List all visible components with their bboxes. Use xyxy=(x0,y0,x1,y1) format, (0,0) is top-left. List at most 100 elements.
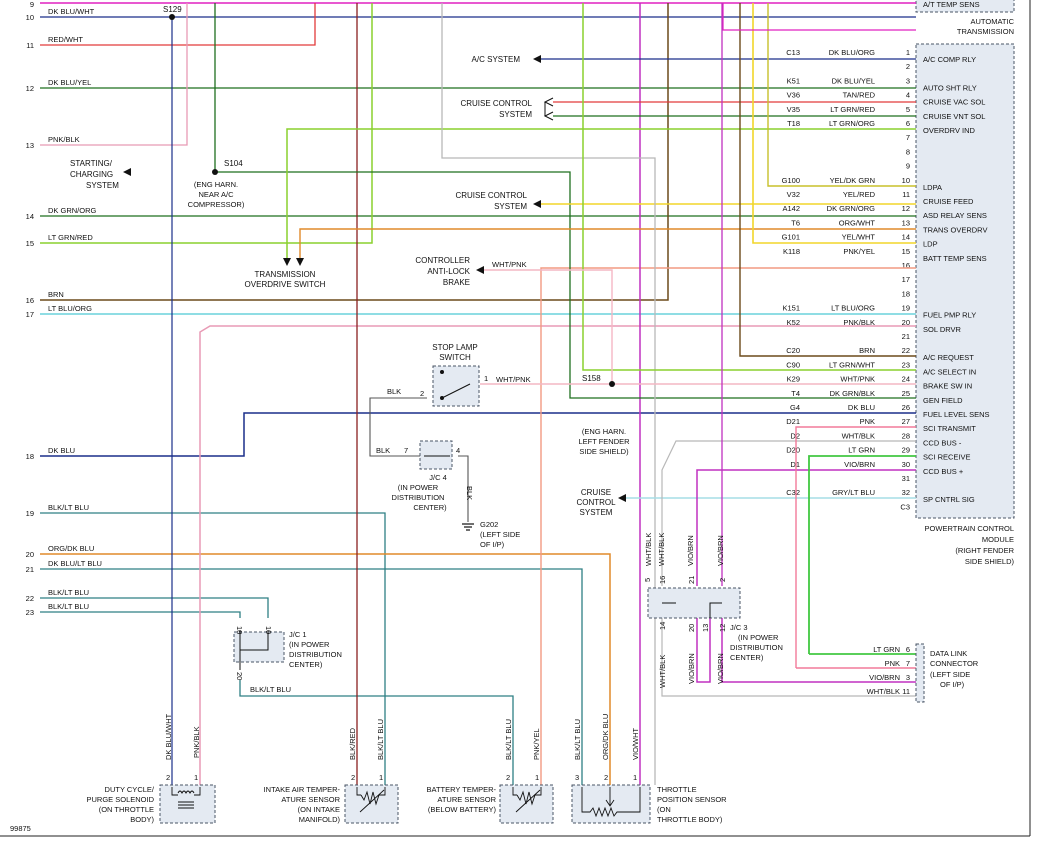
pcm-pin-function: A/C SELECT IN xyxy=(923,367,976,376)
pcm-pin-function: CCD BUS + xyxy=(923,467,964,476)
tps-pin-2: 2 xyxy=(604,773,608,782)
eng-harn-3: COMPRESSOR) xyxy=(188,200,245,209)
wire-jc1-out xyxy=(239,680,514,785)
vlabel-4: BLK/LT BLU xyxy=(376,719,385,760)
pcm-pin-number: 4 xyxy=(906,91,910,100)
wire-15 xyxy=(40,3,373,244)
trans-od-1: TRANSMISSION xyxy=(255,270,316,279)
pcm-title-4: SIDE SHIELD) xyxy=(965,557,1015,566)
batt-pin-1: 1 xyxy=(535,773,539,782)
wire-13 xyxy=(40,3,188,146)
starting-1: STARTING/ xyxy=(70,159,113,168)
duty-pin-1: 1 xyxy=(194,773,198,782)
wire-stop-blk xyxy=(369,397,427,457)
jc4-blk-left: BLK xyxy=(376,446,390,455)
cruise3-1: CRUISE xyxy=(581,488,611,497)
left-wire-color: RED/WHT xyxy=(48,35,83,44)
left-wire-color: BLK/LT BLU xyxy=(48,588,89,597)
tps-pin-1: 1 xyxy=(633,773,637,782)
pcm-pin-color: WHT/PNK xyxy=(840,375,875,384)
pcm-pin-circuit: C13 xyxy=(786,48,800,57)
eng-harn-1: (ENG HARN. xyxy=(194,180,238,189)
pcm-pin-circuit: K51 xyxy=(787,76,800,85)
potentiometer-icon xyxy=(581,787,641,818)
jc3-wire-e: WHT/BLK xyxy=(658,655,667,688)
pcm-pin-function: OVERDRV IND xyxy=(923,126,976,135)
left-wire-color: LT BLU/ORG xyxy=(48,304,92,313)
pcm-pin-circuit: K52 xyxy=(787,318,800,327)
pcm-pin-color: DK GRN/BLK xyxy=(830,389,875,398)
left-wire-color: LT GRN/RED xyxy=(48,233,93,242)
dlc-pin-color: WHT/BLK xyxy=(867,687,900,696)
wire-grey-long xyxy=(441,3,656,785)
pcm-pin-function: BRAKE SW IN xyxy=(923,382,972,391)
pcm-pin-function: CCD BUS - xyxy=(923,438,962,447)
pcm-pin-number: 11 xyxy=(902,190,910,199)
s104-label: S104 xyxy=(224,159,243,168)
iat-4: MANIFOLD) xyxy=(299,815,341,824)
wire-batt-pnkyel xyxy=(540,267,916,785)
vlabel-7: BLK/LT BLU xyxy=(573,719,582,760)
pcm-pin-number: 20 xyxy=(902,318,910,327)
pcm-pin-circuit: D1 xyxy=(790,460,800,469)
eng-harn2-1: (ENG HARN. xyxy=(582,427,626,436)
left-wire-number: 23 xyxy=(26,608,34,617)
pcm-pin-circuit: A142 xyxy=(782,204,800,213)
jc1-pin-18: 18 xyxy=(235,626,244,634)
pcm-pin-function: BATT TEMP SENS xyxy=(923,254,987,263)
pcm-pin-color: YEL/DK GRN xyxy=(830,176,875,185)
left-wire-color: PNK/BLK xyxy=(48,135,80,144)
dlc-pin-color: PNK xyxy=(885,659,900,668)
left-wire-color: DK BLU/LT BLU xyxy=(48,559,102,568)
pcm-pin-function: A/C COMP RLY xyxy=(923,55,976,64)
pcm-pin-number: 9 xyxy=(906,162,910,171)
pcm-pin-number: 32 xyxy=(902,488,910,497)
pcm-pin-function: CRUISE VAC SOL xyxy=(923,98,985,107)
pcm-pin-color: DK BLU/YEL xyxy=(832,76,875,85)
pcm-pin-color: WHT/BLK xyxy=(842,431,875,440)
cruise1-2: SYSTEM xyxy=(499,110,532,119)
dlc-pin-number: 3 xyxy=(906,673,910,682)
jc3-pin-21: 21 xyxy=(687,576,696,584)
pcm-pin-function: SOL DRVR xyxy=(923,325,962,334)
pcm-pin-color: DK BLU xyxy=(848,403,875,412)
wire-22 xyxy=(40,597,269,618)
duty-3: (ON THROTTLE xyxy=(99,805,154,814)
pcm-pin-color: LT BLU/ORG xyxy=(831,304,875,313)
dlc-3: (LEFT SIDE xyxy=(930,670,970,679)
pcm-title-2: MODULE xyxy=(982,535,1014,544)
arrow-abs xyxy=(476,266,484,274)
wire-ac-select xyxy=(582,3,916,371)
stop-lamp-switch-box xyxy=(432,365,480,407)
trans-title-1: AUTOMATIC xyxy=(971,17,1015,26)
pcm-pin-function: SCI RECEIVE xyxy=(923,453,971,462)
jc1-bus xyxy=(239,630,269,651)
pcm-pin-circuit: C90 xyxy=(786,360,800,369)
cruise1-1: CRUISE CONTROL xyxy=(460,99,532,108)
wire-jc4-ground xyxy=(458,455,469,522)
trans-title-2: TRANSMISSION xyxy=(957,27,1014,36)
cruise3-3: SYSTEM xyxy=(580,508,613,517)
g202-2: (LEFT SIDE xyxy=(480,530,520,539)
pcm-pin-number: 28 xyxy=(902,431,910,440)
duty-pin-2: 2 xyxy=(166,773,170,782)
pcm-pin-circuit: C20 xyxy=(786,346,800,355)
left-wire-color: DK GRN/ORG xyxy=(48,206,97,215)
wire-dlc-whtblk xyxy=(661,618,916,697)
arrow-cruise2 xyxy=(533,200,541,208)
jc3-3: DISTRIBUTION xyxy=(730,643,783,652)
pcm-pin-color: DK BLU/ORG xyxy=(829,48,875,57)
dlc-4: OF I/P) xyxy=(940,680,965,689)
left-wire-color: DK BLU/YEL xyxy=(48,78,91,87)
pcm-pin-circuit: V35 xyxy=(787,105,800,114)
left-wire-number: 14 xyxy=(26,212,34,221)
jc1-1: J/C 1 xyxy=(289,630,307,639)
wire-trans-magenta xyxy=(722,3,916,31)
pcm-pin-circuit: D2 xyxy=(790,431,800,440)
jc3-2: (IN POWER xyxy=(738,633,779,642)
pcm-pin-number: 30 xyxy=(902,460,910,469)
pcm-pin-circuit: T4 xyxy=(791,389,800,398)
dlc-pin-number: 6 xyxy=(906,645,910,654)
s129-label: S129 xyxy=(163,5,182,14)
